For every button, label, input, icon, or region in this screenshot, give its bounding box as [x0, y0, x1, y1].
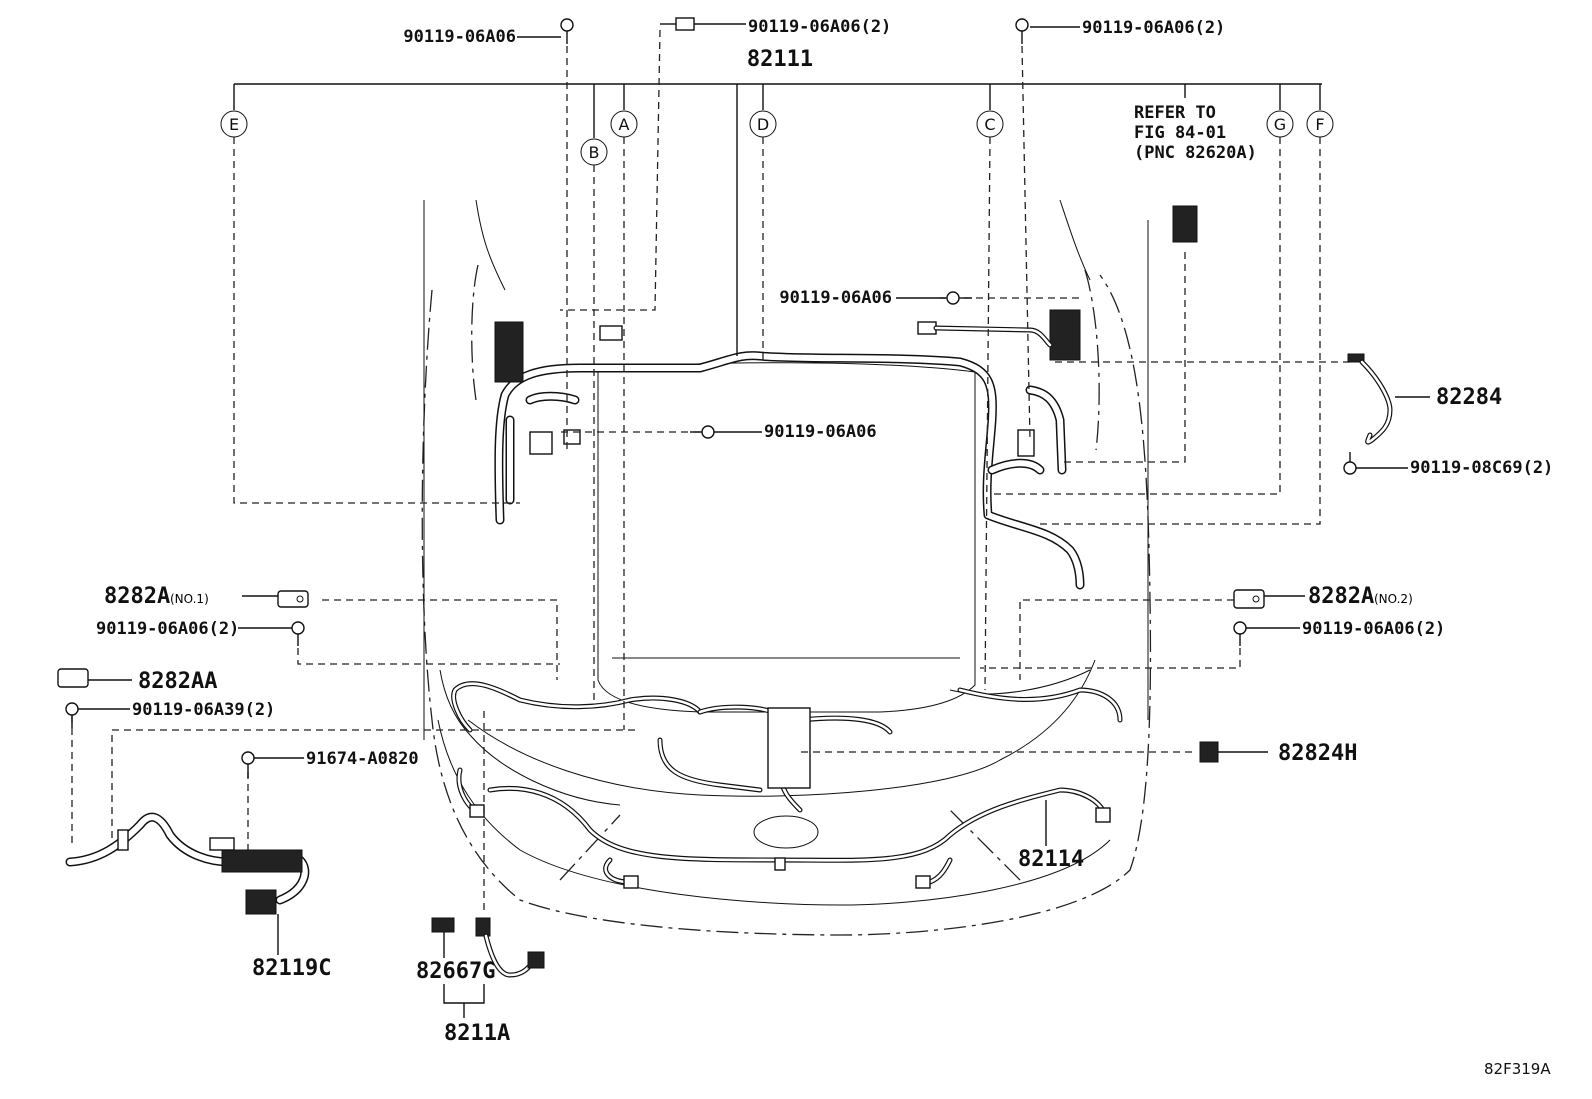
leader-82111 [233, 83, 1322, 356]
label-8282a-no1: 8282A [104, 584, 170, 609]
bracket-8282a-no2 [1233, 589, 1305, 609]
svg-text:C: C [984, 115, 995, 134]
label-8282a-no2-note: (NO.2) [1374, 592, 1413, 606]
label-refer-1: REFER TO [1134, 103, 1216, 123]
part-labels: 82111 90119-06A06 90119-06A06(2) 90119-0… [78, 17, 1553, 1078]
connector-82824h [1199, 741, 1268, 763]
bracket-8282aa [57, 668, 132, 688]
label-bolt-82284: 90119-08C69(2) [1410, 458, 1553, 478]
relay-block-left [494, 321, 524, 383]
center-grommet [753, 815, 819, 849]
circle-label-c: C [976, 110, 1004, 138]
connector-82114-d [1095, 807, 1111, 823]
bolt-icon [1015, 18, 1029, 44]
part-82284 [1347, 353, 1430, 445]
svg-text:A: A [619, 115, 630, 134]
relay-block-right [1049, 309, 1081, 361]
label-bolt-top-left: 90119-06A06 [403, 27, 516, 47]
connector-82114-a [469, 804, 485, 818]
circle-label-d: D [749, 110, 777, 138]
connector-left-a [529, 431, 553, 455]
label-82114: 82114 [1018, 847, 1084, 872]
label-8282a-no2: 8282A [1308, 584, 1374, 609]
center-module [767, 707, 811, 789]
bolt-icon [690, 425, 715, 439]
bracket-8282a-no1 [242, 590, 309, 608]
front-wire-82114 [456, 767, 1111, 889]
vehicle-body-outline [421, 199, 1152, 936]
connector-left-b [563, 429, 581, 445]
label-82111: 82111 [747, 47, 813, 72]
label-82284: 82284 [1436, 385, 1502, 410]
connector-right-a [917, 321, 937, 335]
connector-left-c [599, 325, 623, 341]
wire-82119c [65, 812, 310, 955]
label-82119c: 82119C [252, 956, 331, 981]
label-8282aa: 8282AA [138, 669, 217, 694]
circle-label-a: A [610, 110, 638, 138]
label-bolt-91674: 91674-A0820 [306, 749, 419, 769]
label-bolt-center-upper: 90119-06A06 [779, 288, 892, 308]
bolt-icon [65, 702, 79, 728]
figure-code: 82F319A [1484, 1060, 1551, 1078]
connector-82114-c [915, 875, 931, 889]
label-8282a-no1-note: (NO.1) [170, 592, 209, 606]
circle-label-f: F [1306, 110, 1334, 138]
bolt-icons [65, 17, 1357, 778]
wire-8211a [443, 917, 545, 1018]
connector-right-b [1017, 429, 1035, 457]
bumper-harness [451, 681, 1123, 849]
bolt-icon [1233, 621, 1247, 646]
bolt-icon [946, 291, 972, 305]
bolt-icon [1343, 452, 1357, 475]
label-refer-2: FIG 84-01 [1134, 123, 1226, 143]
svg-text:B: B [589, 143, 600, 162]
connector-82114-e [774, 857, 786, 871]
bolt-icon [291, 621, 305, 646]
label-bolt-aa: 90119-06A39(2) [132, 700, 275, 720]
label-bolt-top-mid: 90119-06A06(2) [748, 17, 891, 37]
refer-connector [1172, 205, 1198, 243]
label-8211a: 8211A [444, 1021, 510, 1046]
bolt-icon [660, 17, 695, 31]
engine-bay-frame [597, 362, 976, 713]
svg-text:F: F [1315, 115, 1324, 134]
svg-text:E: E [229, 115, 239, 134]
circle-label-e: E [220, 110, 248, 138]
label-bolt-center: 90119-06A06 [764, 422, 877, 442]
label-bolt-no1: 90119-06A06(2) [96, 619, 239, 639]
connector-82667g [431, 917, 455, 958]
svg-text:G: G [1274, 115, 1286, 134]
circle-label-b: B [580, 138, 608, 166]
bolt-icon [560, 18, 574, 44]
circle-label-g: G [1266, 110, 1294, 138]
circle-labels: E B A D C G F [220, 110, 1334, 166]
label-82667g: 82667G [416, 959, 495, 984]
label-bolt-top-right: 90119-06A06(2) [1082, 18, 1225, 38]
callout-dashes [71, 29, 1350, 910]
label-82824h: 82824H [1278, 741, 1357, 766]
bolt-icon [241, 751, 255, 778]
label-refer-3: (PNC 82620A) [1134, 143, 1257, 163]
svg-text:D: D [757, 115, 769, 134]
label-bolt-no2: 90119-06A06(2) [1302, 619, 1445, 639]
main-harness-82111 [494, 309, 1085, 590]
connector-82114-b [623, 875, 639, 889]
